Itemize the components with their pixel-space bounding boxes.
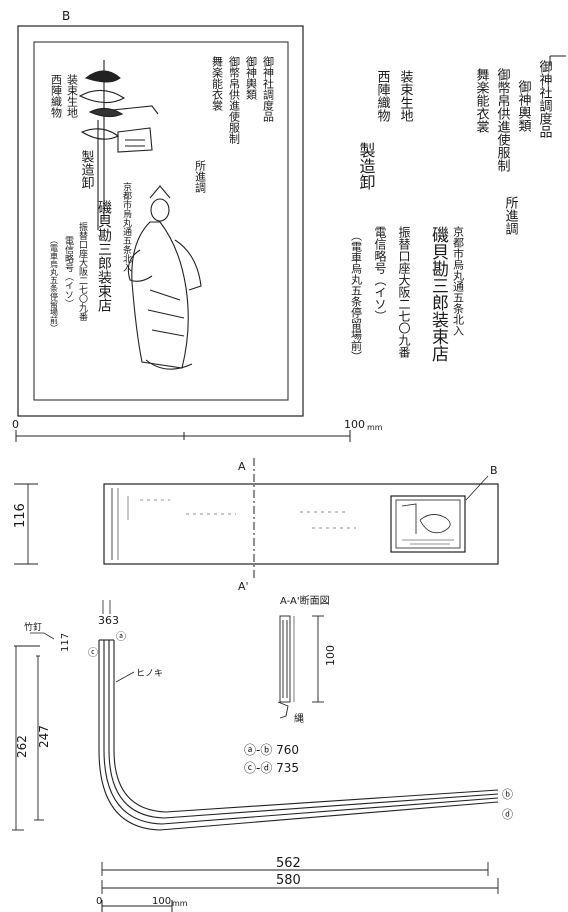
dim-116-label: 116 <box>13 503 28 528</box>
card-col-left-3: 製造卸 <box>79 150 95 189</box>
label-card-frame <box>17 25 304 417</box>
card-text-left: 装束生地 西陣織物 製造卸 <box>50 74 95 190</box>
scale-bottom-unit: mm <box>172 899 188 908</box>
dim-247-label: 247 <box>37 725 51 748</box>
scale-top-zero: 0 <box>12 418 19 431</box>
dim-247 <box>34 655 44 821</box>
bamboo-nail-label: 竹釘 <box>24 621 42 633</box>
bamboo-nail-leader <box>30 632 55 640</box>
section-title: A-A'断面図 <box>280 594 330 607</box>
scale-top-unit: mm <box>367 423 383 432</box>
label-b-top: B <box>62 9 70 23</box>
trans-col-1: 御神社調度品 <box>537 60 553 138</box>
trans-left-2: 西陣織物 <box>375 70 391 123</box>
point-c: ⓒ <box>88 647 98 659</box>
trans-col-2: 御神輿類 <box>516 80 532 132</box>
scale-bottom-zero: 0 <box>96 896 102 907</box>
card-col-left-1: 装束生地 <box>66 74 79 118</box>
cd-measure: ⓒ-ⓓ 735 <box>244 761 299 775</box>
card-col-1: 御神社調度品 <box>262 55 275 122</box>
trans-left-3: 製造卸 <box>357 142 376 190</box>
card-transfer: 振替口座大阪二七〇九番 <box>77 221 88 321</box>
hinoki-leader <box>115 671 135 683</box>
dim-562-label: 562 <box>276 856 301 871</box>
card-address: 京都市烏丸通五条北入 <box>121 181 132 272</box>
dim-262 <box>12 645 40 831</box>
card-col-3: 御幣帛供進使服制 <box>228 55 241 144</box>
dim-580 <box>101 878 499 894</box>
scale-bar-top <box>15 430 351 442</box>
trans-shop-name: 磯貝勘三郎装束店 <box>428 226 449 362</box>
trans-telegraph: 電信略号（イソ） <box>373 226 387 322</box>
scale-top-hundred: 100 <box>344 418 365 431</box>
transcription-right: 御神社調度品 御神輿類 御幣帛供進使服制 舞楽能衣裳 所進調 装束生地 西陣織物… <box>350 55 566 362</box>
card-shop-name: 磯貝勘三郎装束店 <box>96 200 112 312</box>
noble-figure-illustration <box>127 185 202 370</box>
label-b-side: B <box>490 464 498 477</box>
card-col-5: 所進調 <box>194 160 207 193</box>
cross-section <box>277 615 324 719</box>
card-text-right: 御神社調度品 御神輿類 御幣帛供進使服制 舞楽能衣裳 所進調 <box>194 55 275 193</box>
dim-262-label: 262 <box>15 735 29 758</box>
dim-117-label: 117 <box>60 633 71 652</box>
dim-580-label: 580 <box>276 873 301 888</box>
dim-363-label: 363 <box>98 614 119 627</box>
ab-measure: ⓐ-ⓑ 760 <box>244 743 299 757</box>
dim-116 <box>14 483 38 565</box>
trans-left-1: 装束生地 <box>398 70 414 122</box>
point-d: ⓓ <box>502 808 513 821</box>
section-a-bottom: A' <box>238 580 249 593</box>
card-text-lower: 京都市烏丸通五条北入 磯貝勘三郎装束店 振替口座大阪二七〇九番 電信略号（イソ）… <box>50 181 132 332</box>
box-side-view <box>103 483 499 565</box>
dim-100-label: 100 <box>324 645 337 666</box>
point-a: ⓐ <box>116 631 126 643</box>
bent-strip <box>98 639 499 831</box>
cord-label: 縄 <box>294 712 304 725</box>
trans-col-4: 舞楽能衣裳 <box>474 68 490 133</box>
b-leader-line <box>465 475 489 501</box>
trans-address: 京都市烏丸通五条北入 <box>452 225 465 336</box>
trans-transfer: 振替口座大阪二七〇九番 <box>397 226 411 359</box>
scale-bottom-hundred: 100 <box>152 896 171 907</box>
card-col-left-2: 西陣織物 <box>50 74 63 118</box>
dim-562 <box>101 862 489 876</box>
card-telegraph: 電信略号（イソ） <box>63 236 74 308</box>
hinoki-label: ヒノキ <box>136 668 163 679</box>
point-b: ⓑ <box>502 788 513 801</box>
trans-tram: （電車烏丸五条停留場前） <box>350 230 363 362</box>
box-label-card <box>390 495 466 553</box>
trans-col-5: 所進調 <box>503 196 519 235</box>
scale-bar-bottom <box>101 900 173 912</box>
card-tram: （電車烏丸五条停留場前） <box>50 236 59 332</box>
section-a-top: A <box>238 460 246 473</box>
pine-tree-illustration <box>78 60 159 230</box>
card-col-2: 御神輿類 <box>245 55 258 101</box>
trans-col-3: 御幣帛供進使服制 <box>495 68 511 172</box>
card-col-4: 舞楽能衣裳 <box>211 56 224 111</box>
